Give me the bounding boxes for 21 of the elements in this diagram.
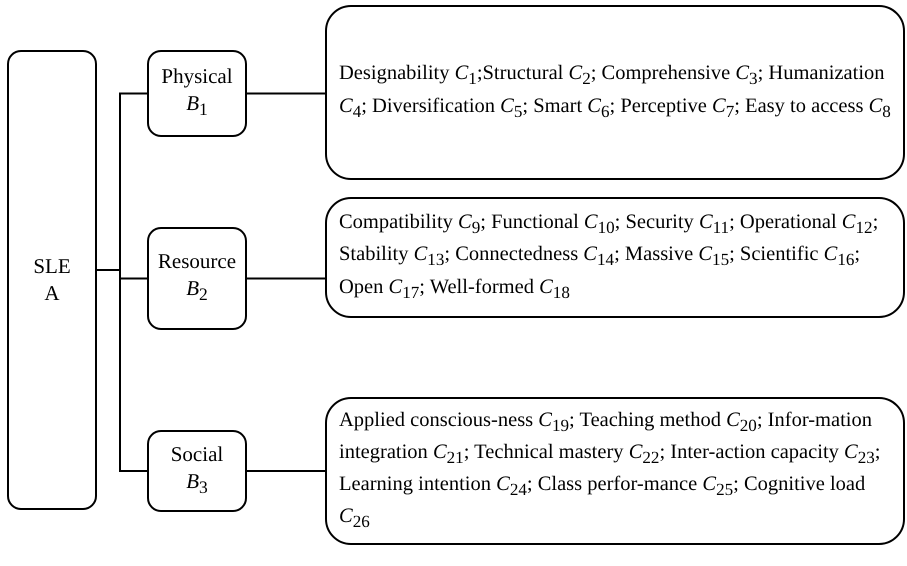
indicator-list: Applied conscious-ness C$_{19}$; Teaching method C$_{20}$; Infor-mation integration C$_{21}$; Technical mastery C$_{22}$; Inter-action capacity C$_{23}$; Learning intention C$_{24}$; Class perfor-mance C$_{25}$; Cognitive load C$_{26}$ [339,406,895,536]
indicator-list: Compatibility C$_{9}$; Functional C$_{10}$; Security C$_{11}$; Operational C$_{12}$; Stability C$_{13}$; Connectedness C$_{14}$; Massive C$_{15}$; Scientific C$_{16}$; Open C$_{17}$; Well-formed C$_{18}$ [339,209,895,306]
symbol-label: B$_{2}$ [186,275,208,307]
connector-line [247,92,325,94]
category-name: Resource [158,248,236,276]
symbol-label: B$_{1}$ [186,90,208,122]
category-box [147,227,247,330]
category-name: SLE [33,253,71,280]
connector-line [247,278,325,280]
category-box [147,50,247,137]
category-name: Social [170,440,224,468]
category-box [147,430,247,512]
indicator-list: Designability C$_{1}$;Structural C$_{2}$; Comprehensive C$_{3}$; Humanization C$_{4}$; Diversification C$_{5}$; Smart C$_{6}$; Perceptive C$_{7}$; Easy to access C$_{8}$ [339,60,895,125]
indicator-box [325,197,905,318]
indicator-box [325,397,905,545]
connector-line [247,470,325,472]
category-name: Physical [161,63,233,90]
indicator-box [325,5,905,180]
symbol-label: A [44,280,60,307]
root-box [7,50,97,510]
symbol-label: B$_{3}$ [186,468,208,500]
